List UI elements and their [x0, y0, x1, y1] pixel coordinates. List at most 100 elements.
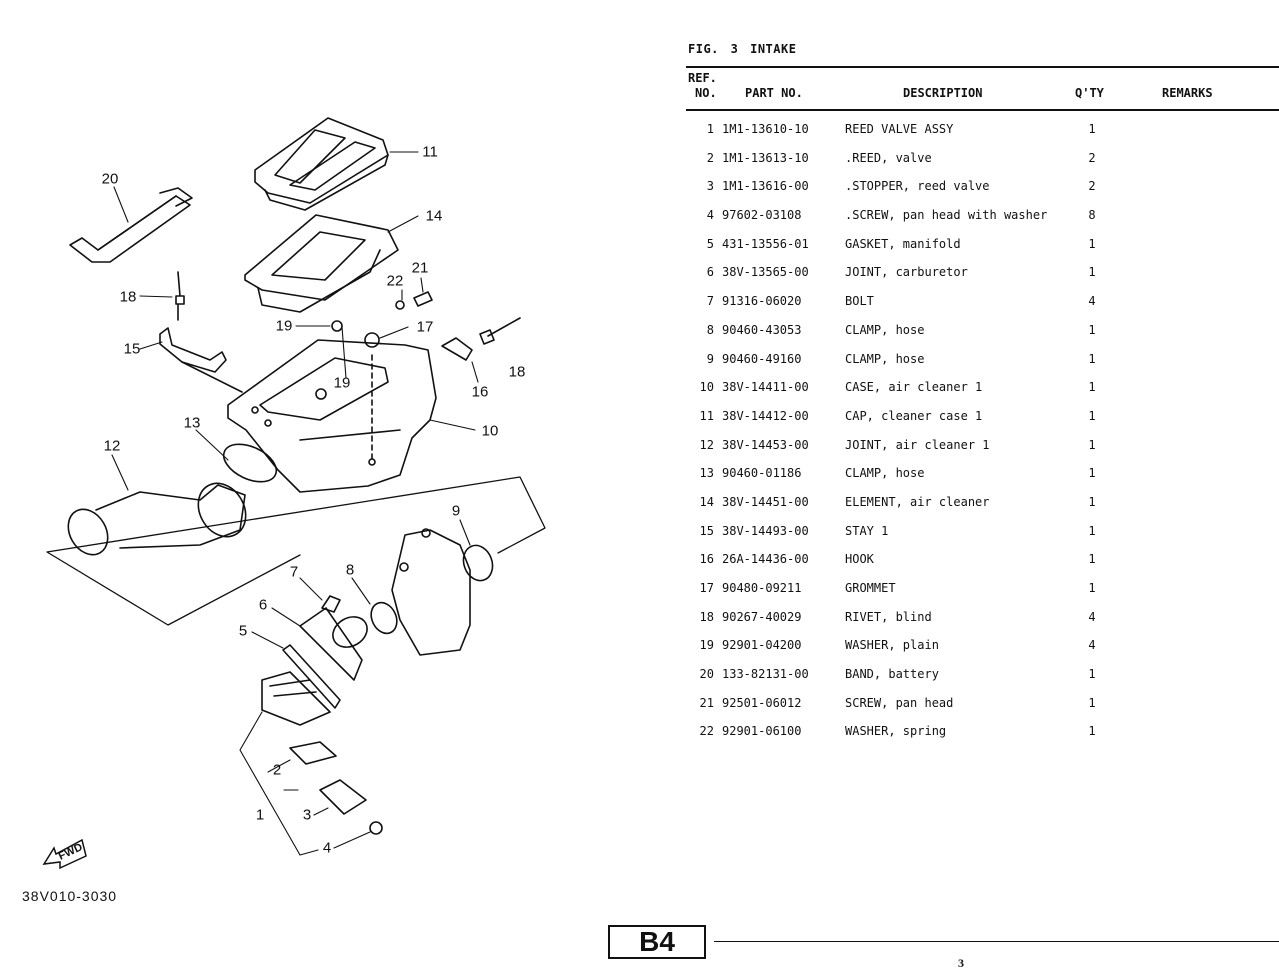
cell-description: WASHER, spring [845, 724, 947, 739]
cell-quantity: 4 [1088, 294, 1096, 309]
cell-description: BAND, battery [845, 667, 939, 682]
part-6-carb-joint [299, 607, 368, 681]
cell-ref-no: 7 [706, 294, 714, 309]
header-qty: Q'TY [1075, 86, 1104, 100]
cell-description: WASHER, plain [845, 638, 939, 653]
cell-ref-no: 21 [699, 695, 714, 710]
cell-description: JOINT, air cleaner 1 [845, 437, 990, 452]
cell-part-no: 38V-14411-00 [722, 380, 809, 395]
page-number: 3 [958, 956, 964, 970]
cell-ref-no: 16 [699, 552, 714, 567]
cell-part-no: 90480-09211 [722, 581, 802, 595]
part-5-gasket [282, 644, 341, 709]
cell-description: .SCREW, pan head with washer [845, 208, 1048, 223]
callout-6: 6 [258, 596, 268, 614]
cell-description: SCREW, pan head [845, 695, 954, 710]
cell-description: CLAMP, hose [845, 322, 925, 337]
cell-ref-no: 14 [699, 494, 714, 509]
figure-label: FIG. [688, 42, 719, 56]
footer-rule [714, 941, 1279, 942]
part-11-cap [254, 117, 389, 211]
diagram-linework [46, 117, 546, 856]
part-12-joint [67, 482, 247, 556]
part-8-clamp [370, 601, 398, 635]
cell-ref-no: 4 [706, 208, 714, 223]
cell-ref-no: 3 [706, 179, 714, 194]
cell-description: CASE, air cleaner 1 [845, 380, 983, 395]
cell-part-no: 92501-06012 [722, 695, 802, 710]
part-13-clamp [222, 443, 278, 483]
cell-quantity: 1 [1088, 265, 1096, 280]
part-4-screw [369, 821, 383, 835]
callout-21: 21 [411, 259, 429, 277]
cell-part-no: 90460-49160 [722, 351, 802, 366]
cell-description: STAY 1 [845, 523, 889, 538]
cell-ref-no: 2 [706, 150, 714, 165]
cell-description: ELEMENT, air cleaner [845, 494, 990, 509]
table-row: 14 38V-14451-00 ELEMENT, air cleaner 1 [686, 487, 1279, 516]
callout-12: 12 [103, 437, 121, 455]
cell-description: CLAMP, hose [845, 466, 925, 481]
callout-19-top: 19 [275, 317, 293, 335]
cell-quantity: 1 [1088, 667, 1096, 682]
cell-description: CLAMP, hose [845, 351, 925, 366]
cell-quantity: 1 [1088, 122, 1096, 136]
figure-name: INTAKE [750, 42, 797, 56]
callout-4: 4 [322, 839, 332, 857]
cell-ref-no: 9 [706, 351, 714, 366]
assembly-outline [46, 476, 546, 626]
cell-part-no: 38V-14451-00 [722, 494, 809, 509]
section-badge: B4 [608, 925, 706, 959]
table-row: 21 92501-06012 SCREW, pan head 1 [686, 688, 1279, 717]
part-18-rivet-left [175, 271, 185, 321]
cell-part-no: 1M1-13610-10 [722, 122, 809, 136]
fwd-arrow-shape [42, 838, 87, 870]
callout-18-left: 18 [119, 288, 137, 306]
cell-description: BOLT [845, 294, 874, 309]
cell-part-no: 26A-14436-00 [722, 552, 809, 567]
cell-description: CAP, cleaner case 1 [845, 408, 983, 423]
cell-ref-no: 15 [699, 523, 714, 538]
callout-7: 7 [289, 563, 299, 581]
diagram-code: 38V010-3030 [22, 888, 118, 904]
part-17-grommet [364, 332, 380, 348]
fwd-arrow-icon: FWD [38, 836, 90, 872]
cell-part-no: 92901-04200 [722, 638, 802, 653]
cell-part-no: 38V-13565-00 [722, 265, 809, 280]
callout-9: 9 [451, 502, 461, 520]
cell-quantity: 1 [1088, 552, 1096, 567]
figure-title: FIG. 3 INTAKE [688, 42, 796, 56]
cell-description: .STOPPER, reed valve [845, 179, 990, 194]
part-21-screw [413, 291, 433, 307]
callout-5: 5 [238, 622, 248, 640]
part-14-element [244, 214, 399, 313]
cell-quantity: 4 [1088, 609, 1096, 624]
cell-ref-no: 11 [699, 408, 714, 423]
cell-part-no: 1M1-13613-10 [722, 150, 809, 165]
part-19-washer-top [331, 320, 343, 332]
cell-part-no: 97602-03108 [722, 208, 802, 223]
part-3-stopper [319, 779, 367, 815]
part-15-stay [159, 327, 243, 393]
callout-15: 15 [123, 340, 141, 358]
callout-20: 20 [101, 170, 119, 188]
header-part-no: PART NO. [745, 86, 803, 100]
callout-22: 22 [386, 272, 404, 290]
cell-quantity: 1 [1088, 494, 1096, 509]
cell-part-no: 133-82131-00 [722, 667, 809, 682]
header-description: DESCRIPTION [903, 86, 983, 100]
cell-quantity: 1 [1088, 695, 1096, 710]
cell-part-no: 1M1-13616-00 [722, 179, 809, 194]
callout-16: 16 [471, 383, 489, 401]
